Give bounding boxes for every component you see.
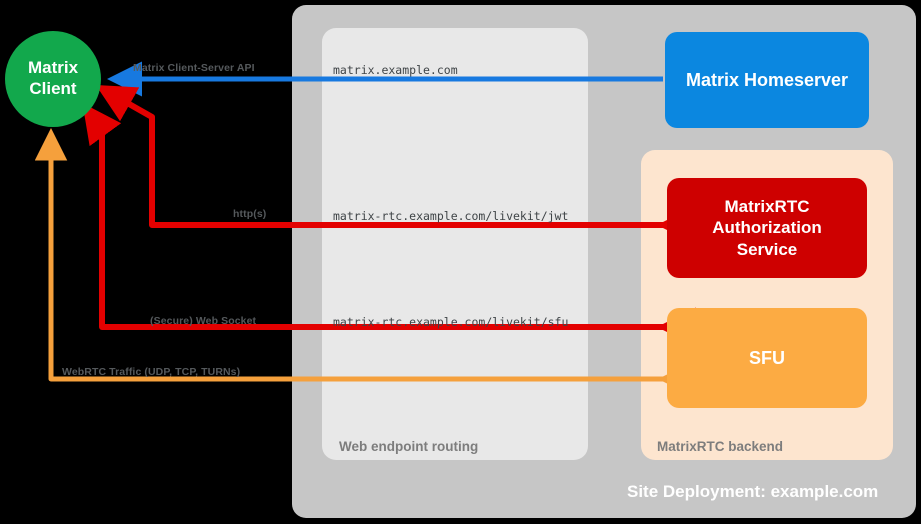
auth-service-label-line2: Authorization: [712, 218, 822, 238]
matrix-client-label-line2: Client: [29, 79, 77, 98]
matrix-client-label-line1: Matrix: [27, 58, 79, 78]
node-sfu[interactable]: SFU: [667, 308, 867, 408]
node-matrix-client[interactable]: Matrix Client: [5, 31, 101, 127]
auth-service-label-line3: Service: [736, 239, 798, 259]
edge-label-http-s: http(s): [233, 208, 267, 220]
caption-web-endpoint-routing: Web endpoint routing: [339, 439, 479, 454]
node-matrixrtc-authorization-service[interactable]: MatrixRTC Authorization Service: [667, 178, 867, 278]
edge-endpoint-livekit-sfu: matrix-rtc.example.com/livekit/sfu: [333, 315, 569, 329]
sfu-label: SFU: [749, 347, 785, 368]
edge-jwt-http: [95, 85, 696, 245]
edge-label-secure-web-socket: (Secure) Web Socket: [150, 315, 257, 327]
edge-label-client-server-api: Matrix Client-Server API: [133, 62, 255, 74]
caption-matrixrtc-backend: MatrixRTC backend: [657, 439, 784, 454]
caption-site-deployment: Site Deployment: example.com: [627, 482, 879, 501]
edge-endpoint-livekit-jwt: matrix-rtc.example.com/livekit/jwt: [333, 209, 569, 223]
matrix-homeserver-label: Matrix Homeserver: [685, 69, 849, 90]
edge-label-webrtc-traffic: WebRTC Traffic (UDP, TCP, TURNs): [62, 366, 241, 378]
node-matrix-homeserver[interactable]: Matrix Homeserver: [665, 32, 869, 128]
edge-webrtc-traffic: [34, 128, 691, 396]
edge-endpoint-matrix-example-com: matrix.example.com: [333, 63, 458, 77]
auth-service-label-line1: MatrixRTC: [724, 197, 810, 217]
